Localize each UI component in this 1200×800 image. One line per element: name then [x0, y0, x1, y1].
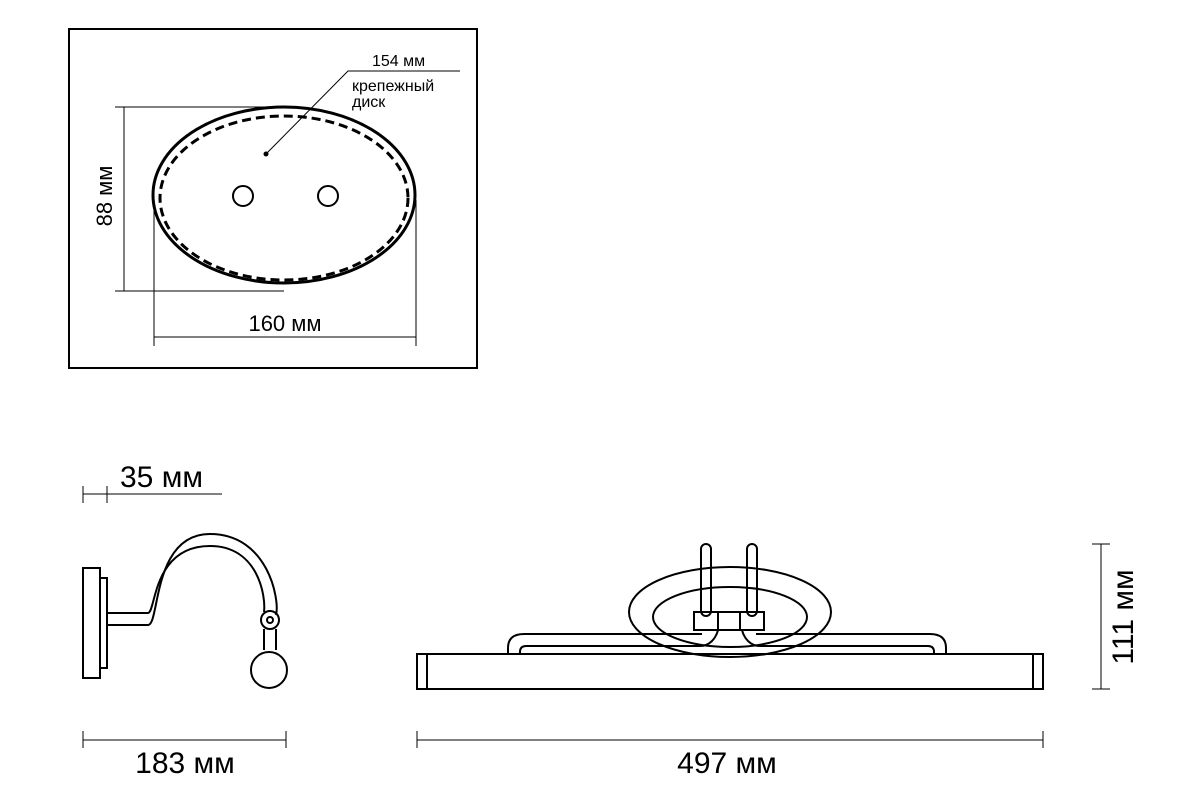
mount-width-label: 160 мм [248, 311, 321, 336]
side-arm-inner [147, 544, 266, 614]
disk-name-line2: диск [352, 94, 386, 111]
side-offset-label: 35 мм [120, 461, 203, 494]
side-wall-plate-inner [99, 577, 108, 669]
disk-diameter-label: 154 мм [372, 53, 425, 70]
mount-plate-outline [151, 105, 417, 285]
front-rail-outer [507, 633, 947, 654]
side-lamp-head [250, 651, 288, 689]
front-connector-mid [717, 611, 741, 631]
front-rail-inner [519, 629, 935, 654]
disk-leader-line [265, 70, 460, 155]
mounting-disk-dashed [158, 114, 410, 282]
front-height-label: 111 мм [1107, 569, 1140, 664]
mount-plate-view: 154 мм крепежный диск 88 мм 160 мм [68, 28, 478, 369]
front-length-label: 497 мм [677, 747, 777, 780]
front-connector-left [693, 611, 719, 631]
screw-hole-left [232, 185, 254, 207]
screw-hole-right [317, 185, 339, 207]
side-arm-stub [107, 612, 148, 626]
mount-height-label: 88 мм [92, 166, 117, 227]
side-view: 35 мм 183 мм [82, 461, 288, 780]
side-depth-label: 183 мм [135, 747, 235, 780]
side-swivel-joint [260, 610, 280, 630]
front-connector-right [739, 611, 765, 631]
mount-view-frame [68, 28, 478, 369]
side-neck [263, 629, 277, 650]
front-rod-right [746, 543, 758, 617]
side-wall-plate [82, 567, 101, 679]
front-rod-left [700, 543, 712, 617]
front-view: 111 мм 497 мм [416, 543, 1140, 780]
disk-name-line1: крепежный [352, 78, 434, 95]
front-lamp-bar [416, 653, 1044, 690]
front-plate-outer [628, 566, 832, 658]
front-plate-inner [652, 586, 808, 648]
side-swivel-pin [266, 616, 274, 624]
side-arm-outer [147, 532, 278, 626]
